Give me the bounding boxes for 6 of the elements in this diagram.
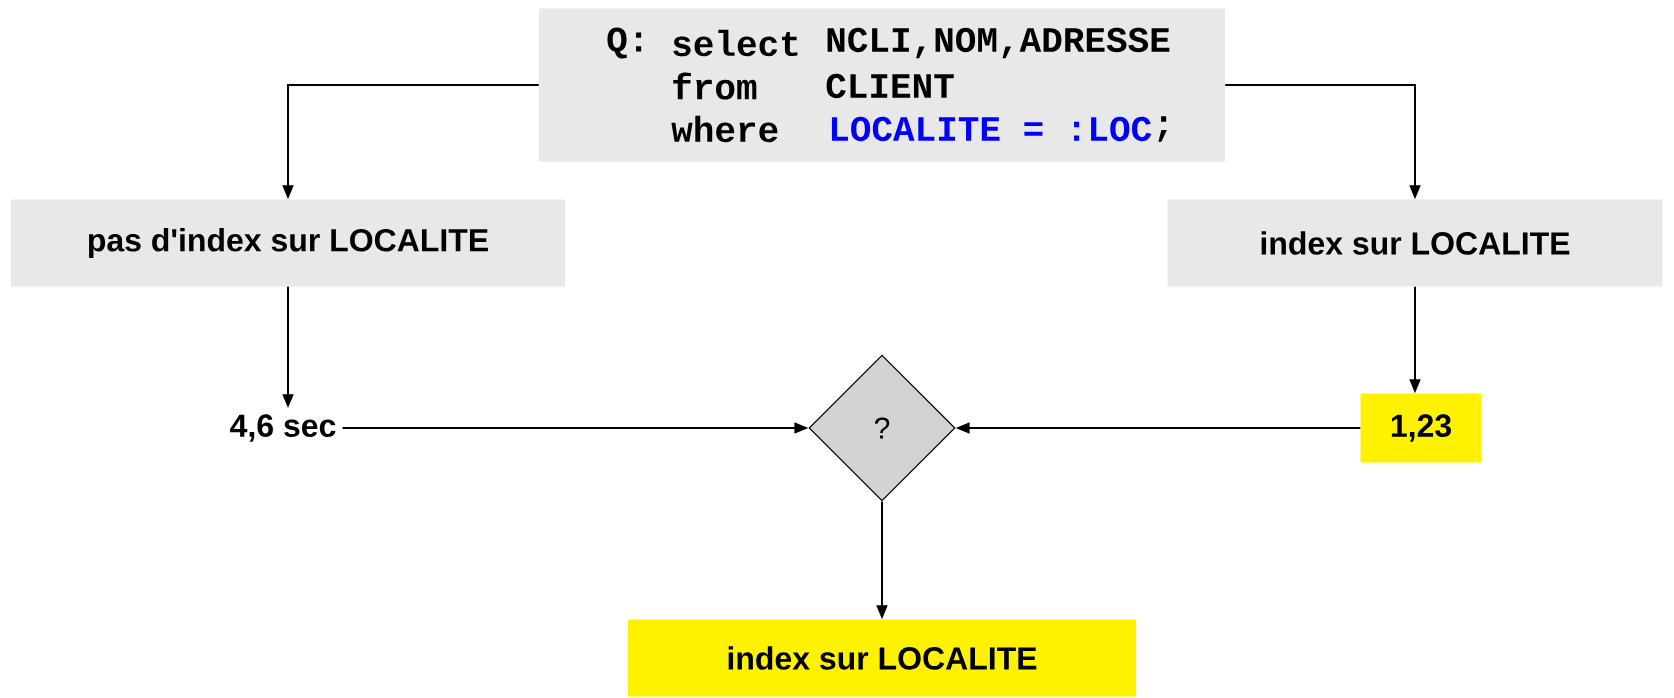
process-box: index sur LOCALITE: [628, 619, 1136, 697]
process-box: index sur LOCALITE: [1167, 199, 1663, 287]
value-label: 4,6 sec: [230, 414, 336, 442]
code-box: Q: select NCLI,NOM,ADRESSE from CLIENT where LOCALITE = :LOC ;: [539, 8, 1225, 162]
process-box: 1,23: [1360, 393, 1482, 463]
process-box: pas d'index sur LOCALITE: [11, 199, 565, 287]
